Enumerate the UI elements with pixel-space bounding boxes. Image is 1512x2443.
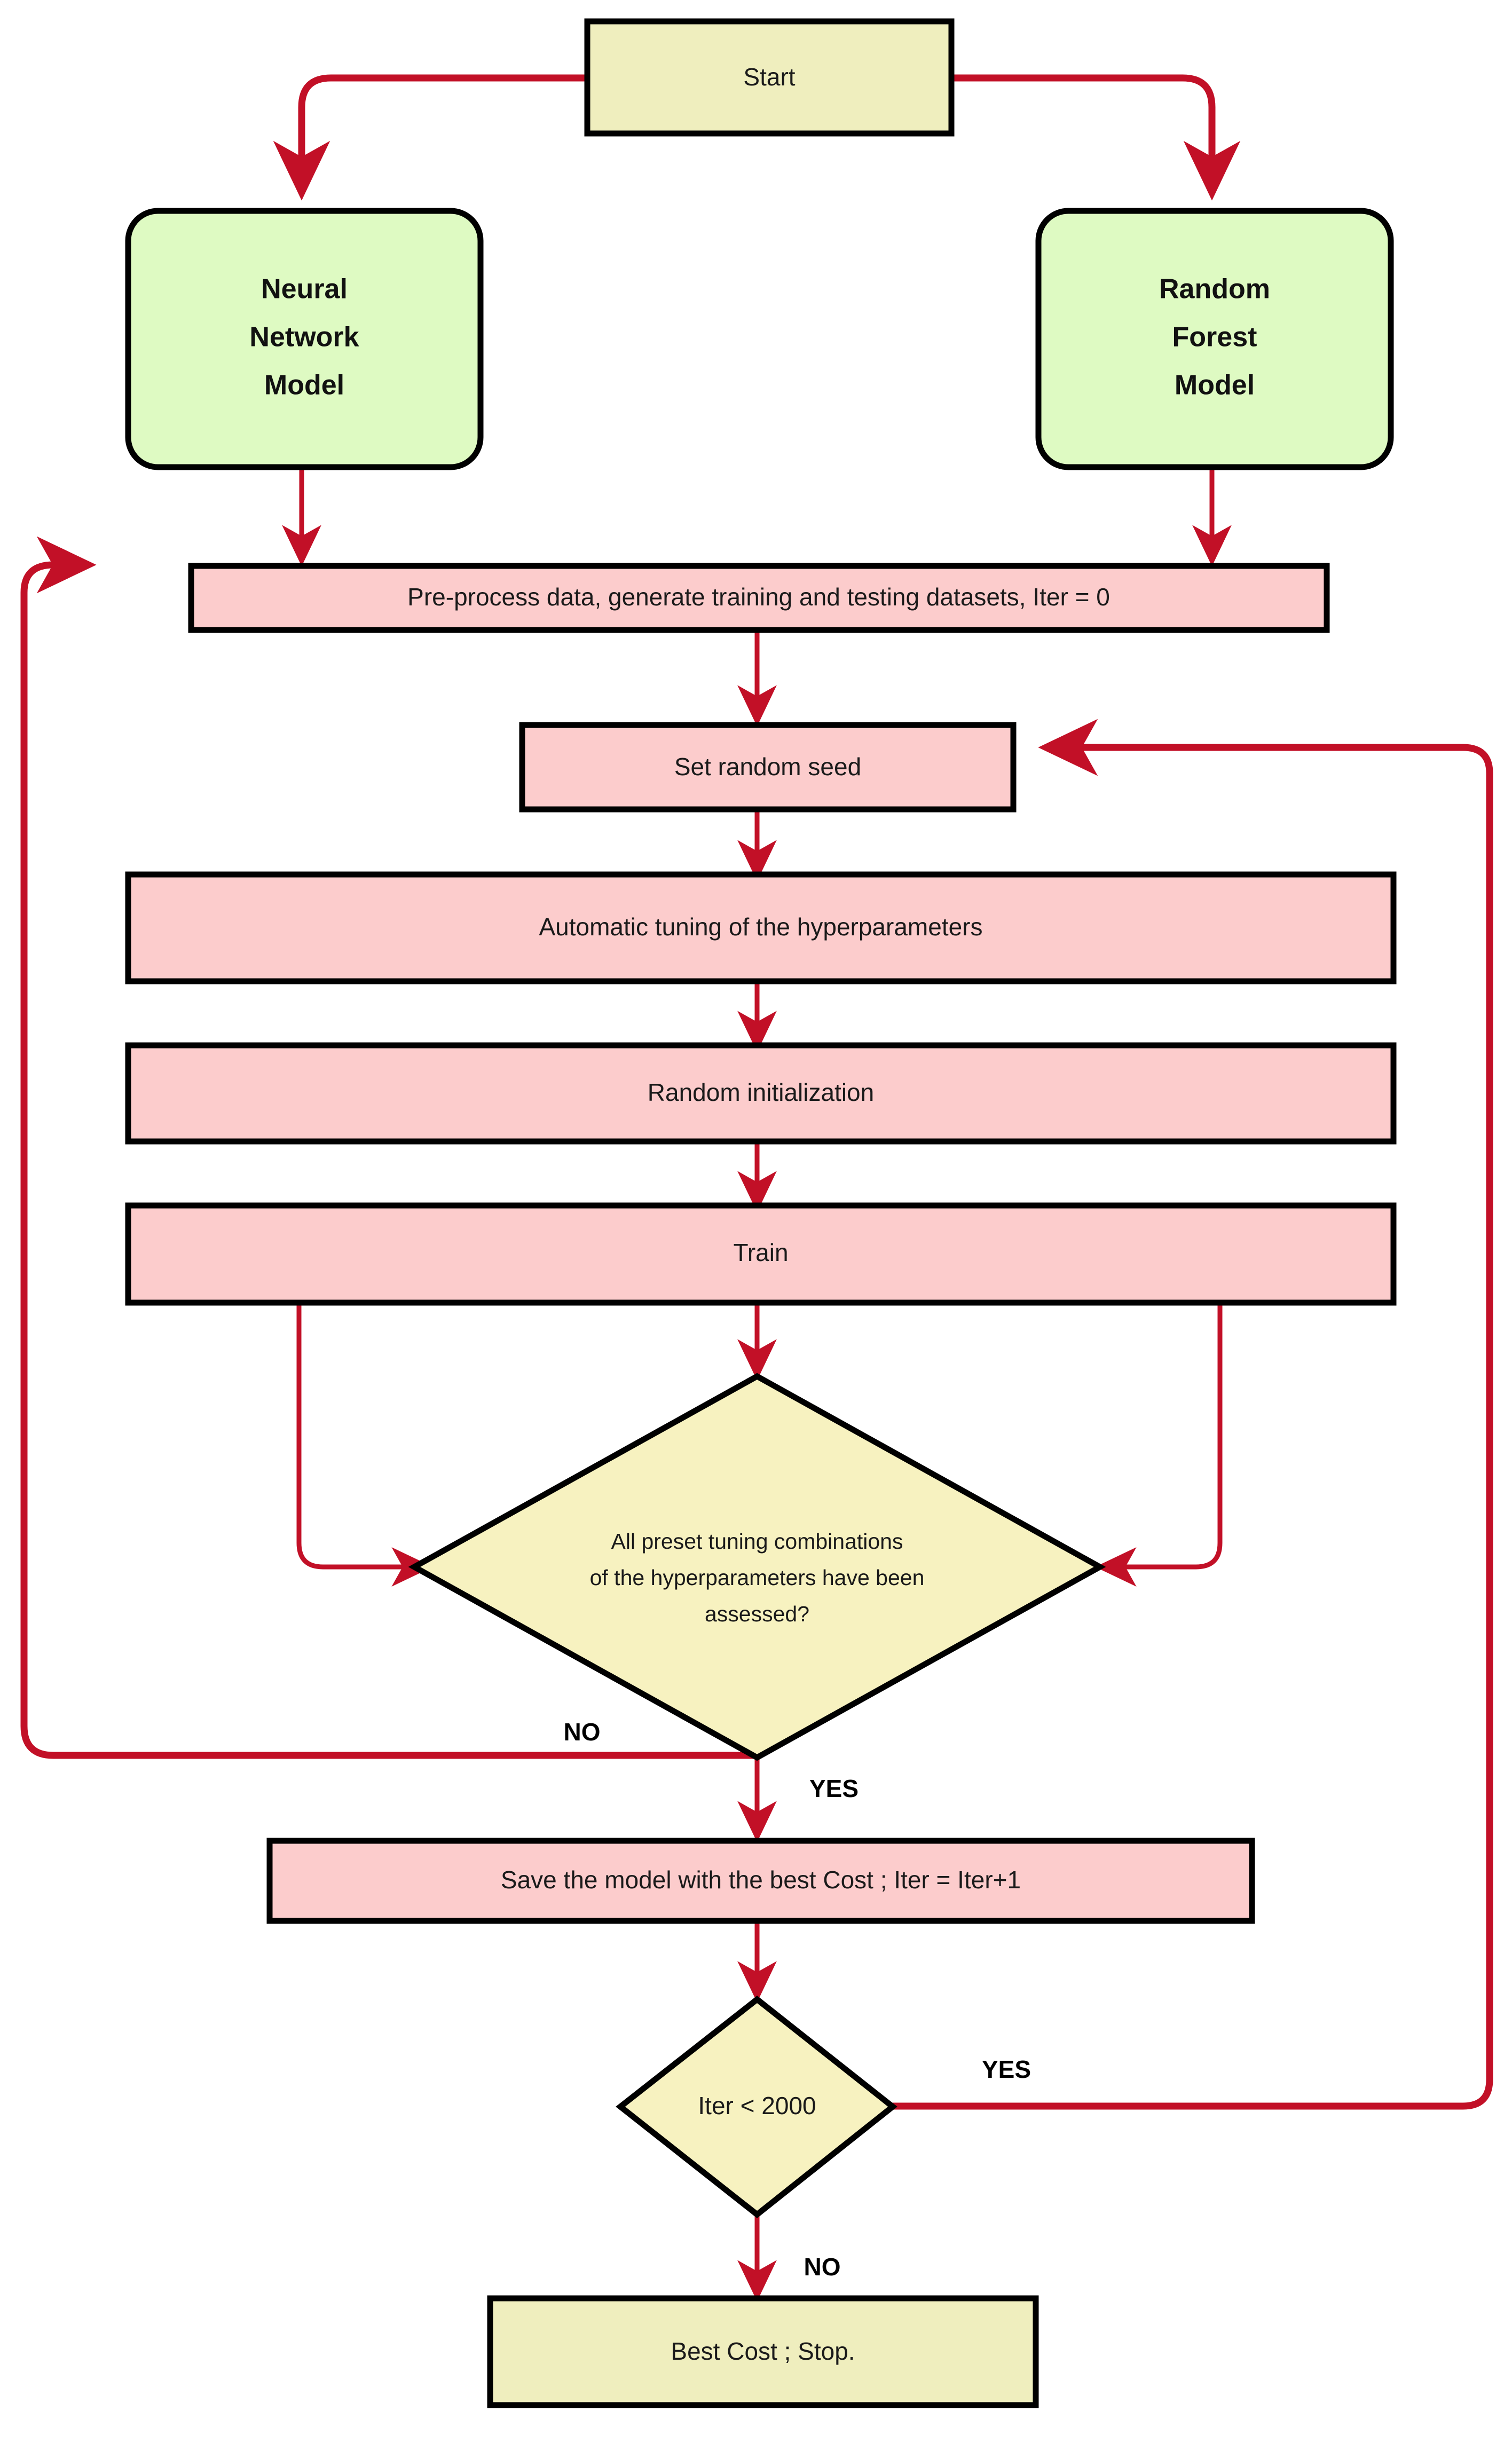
node-set-random-seed[interactable] xyxy=(519,722,1017,813)
connector-train-left-to-decision xyxy=(296,1304,433,1587)
node-train[interactable] xyxy=(125,1202,1397,1306)
node-save-model[interactable] xyxy=(266,1838,1255,1924)
node-save-model-label: Save the model with the best Cost ; Iter… xyxy=(501,1866,1021,1894)
connector-iter-yes-loop xyxy=(891,719,1493,2110)
node-random-forest-model-label-line2: Forest xyxy=(1172,322,1257,353)
edge-label-iter-no: NO xyxy=(804,2253,841,2281)
node-stop[interactable] xyxy=(487,2295,1039,2408)
node-decision-iter[interactable] xyxy=(616,1995,897,2219)
edge-label-combinations-yes: YES xyxy=(809,1775,859,1802)
node-preprocess[interactable] xyxy=(188,563,1330,633)
node-random-forest-model-label-line3: Model xyxy=(1175,370,1255,401)
node-neural-network-model-label-line2: Network xyxy=(249,322,359,353)
connector-decision-no-loop xyxy=(20,536,757,1759)
node-random-forest-model[interactable] xyxy=(1035,208,1394,470)
node-auto-tuning-label: Automatic tuning of the hyperparameters xyxy=(539,913,982,941)
node-decision-combinations-label-line2: of the hyperparameters have been xyxy=(590,1565,925,1590)
node-decision-combinations-label-line3: assessed? xyxy=(705,1602,809,1626)
node-random-init[interactable] xyxy=(125,1042,1397,1145)
node-start-label: Start xyxy=(743,63,795,91)
edge-label-combinations-no: NO xyxy=(564,1718,601,1746)
edge-label-iter-yes: YES xyxy=(982,2055,1031,2083)
connector-start-to-rf xyxy=(951,74,1241,201)
connector-start-to-nn xyxy=(273,74,587,201)
node-start[interactable] xyxy=(584,18,955,137)
node-decision-combinations-label-line1: All preset tuning combinations xyxy=(611,1529,903,1554)
node-neural-network-model-label-line1: Neural xyxy=(261,274,348,305)
node-neural-network-model-label-line3: Model xyxy=(264,370,344,401)
node-set-random-seed-label: Set random seed xyxy=(674,753,861,781)
node-train-label: Train xyxy=(733,1239,788,1266)
node-auto-tuning[interactable] xyxy=(125,871,1397,984)
node-decision-iter-label: Iter < 2000 xyxy=(698,2092,816,2119)
connector-train-right-to-decision xyxy=(1095,1304,1223,1587)
node-neural-network-model[interactable] xyxy=(125,208,484,470)
node-random-init-label: Random initialization xyxy=(648,1078,874,1106)
node-decision-combinations[interactable] xyxy=(408,1373,1106,1761)
node-random-forest-model-label-line1: Random xyxy=(1159,274,1270,305)
node-stop-label: Best Cost ; Stop. xyxy=(671,2337,855,2365)
node-preprocess-label: Pre-process data, generate training and … xyxy=(407,583,1110,611)
